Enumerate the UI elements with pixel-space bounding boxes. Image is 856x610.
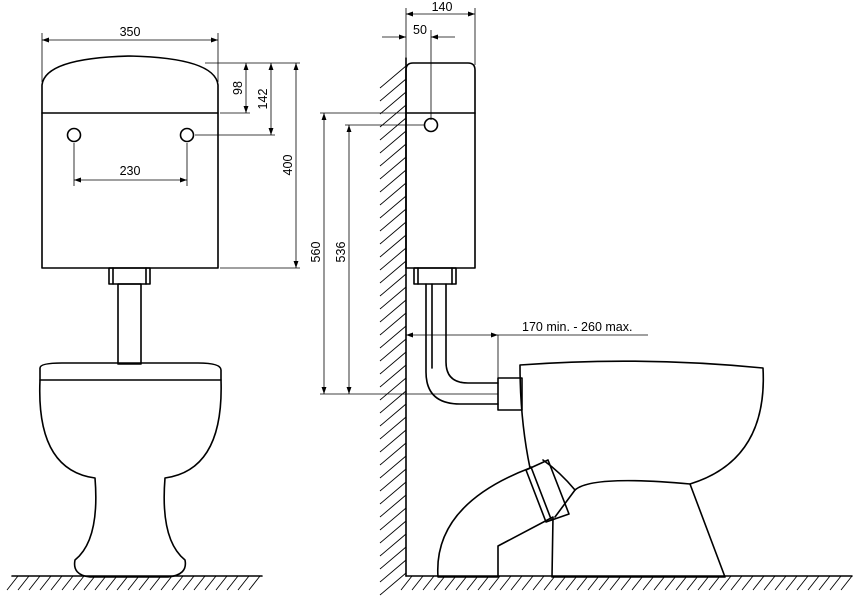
dim-vertical-front: 98 142 400 — [195, 62, 300, 269]
dim-vertical-side: 560 536 — [309, 112, 498, 395]
left-mounting-hole — [66, 127, 82, 143]
inlet-offset-label: 50 — [413, 23, 427, 37]
dim-230: 230 — [73, 143, 188, 186]
side-cistern — [405, 62, 476, 269]
dim-top-side: 140 50 — [382, 0, 476, 120]
inlet-elevation-label: 536 — [334, 242, 348, 263]
front-toilet-bowl — [38, 362, 222, 578]
dim-350: 350 — [41, 25, 219, 82]
front-flush-pipe — [108, 267, 151, 365]
tank-width-label: 350 — [120, 25, 141, 39]
dim-wall-distance: 170 min. - 260 max. — [406, 320, 648, 378]
tank-depth-label: 140 — [432, 0, 453, 14]
inlet-height-label: 142 — [256, 89, 270, 110]
side-inlet-hole — [423, 117, 439, 133]
side-toilet-bowl — [437, 360, 765, 578]
front-cistern — [41, 55, 219, 269]
right-mounting-hole — [179, 127, 195, 143]
side-floor — [400, 575, 853, 591]
front-floor — [6, 575, 263, 591]
side-flush-pipe — [413, 267, 523, 411]
front-view: 350 230 98 142 400 — [6, 25, 300, 591]
wall-distance-label: 170 min. - 260 max. — [522, 320, 632, 334]
wall — [379, 57, 407, 596]
tank-height-label: 400 — [281, 155, 295, 176]
hole-spacing-label: 230 — [120, 164, 141, 178]
side-view: 140 50 560 536 170 min. - 260 max. — [309, 0, 853, 596]
lid-height-label: 98 — [231, 81, 245, 95]
total-height-label: 560 — [309, 242, 323, 263]
